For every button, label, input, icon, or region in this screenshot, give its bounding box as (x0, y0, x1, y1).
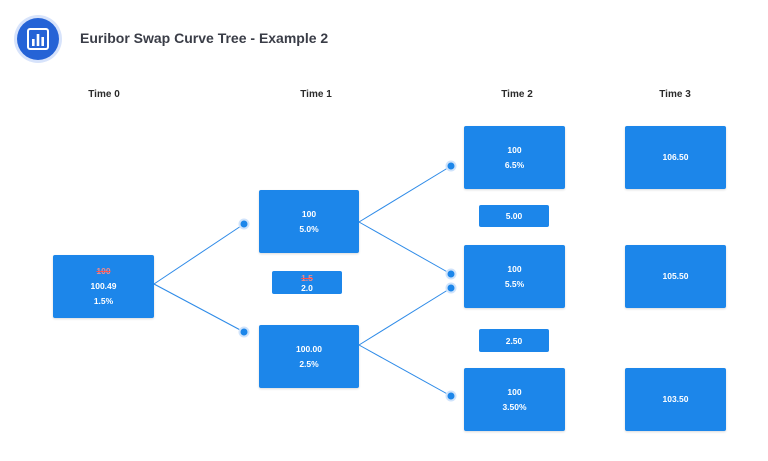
node-t0-rate: 1.5% (93, 296, 114, 306)
node-t3-down-value: 103.50 (662, 394, 689, 404)
node-t1-up-value: 100 (301, 208, 317, 219)
node-t3-mid-value: 105.50 (662, 271, 689, 281)
node-t1-up: 100 5.0% (259, 190, 359, 253)
connector-dot (445, 282, 457, 294)
edge-t1dn-t2mid (358, 287, 452, 346)
edge-t1up-t2mid (358, 221, 452, 275)
connector-dot (445, 268, 457, 280)
node-t3-down: 103.50 (625, 368, 726, 431)
node-t0-value: 100.49 (90, 281, 117, 291)
node-t2-down-rate: 3.50% (502, 401, 527, 412)
bar-chart-icon (27, 28, 49, 50)
payment-t2-lower: 2.50 (479, 329, 549, 352)
payment-t1-struck: 1.5 (301, 272, 313, 283)
connector-dot (445, 390, 457, 402)
node-t1-down: 100.00 2.5% (259, 325, 359, 388)
time-label-3: Time 3 (659, 89, 691, 100)
time-label-1: Time 1 (300, 89, 332, 100)
node-t1-down-rate: 2.5% (299, 358, 319, 369)
edge-t1up-t2up (358, 165, 452, 223)
node-t2-mid-rate: 5.5% (504, 278, 525, 289)
payment-t2-lower-value: 2.50 (505, 335, 523, 346)
time-label-2: Time 2 (501, 89, 533, 100)
connector-dot (445, 160, 457, 172)
connector-dot (238, 218, 250, 230)
node-t2-up-value: 100 (507, 144, 522, 155)
payment-t2-upper: 5.00 (479, 205, 549, 227)
node-t3-up: 106.50 (625, 126, 726, 189)
node-t2-mid-value: 100 (507, 263, 522, 274)
payment-t1-value: 2.0 (301, 282, 313, 293)
node-t1-up-rate: 5.0% (299, 223, 319, 234)
edge-t0-t1up (153, 223, 245, 285)
node-t2-down-value: 100 (507, 386, 522, 397)
time-label-0: Time 0 (88, 89, 120, 100)
node-t3-up-value: 106.50 (662, 152, 689, 162)
node-t0: 100 100.49 1.5% (53, 255, 154, 318)
payment-t2-upper-value: 5.00 (505, 211, 523, 221)
node-t2-mid: 100 5.5% (464, 245, 565, 308)
edge-t1dn-t2dn (358, 344, 452, 397)
node-t2-up-rate: 6.5% (504, 159, 525, 170)
payment-t1: 1.5 2.0 (272, 271, 342, 294)
node-t2-down: 100 3.50% (464, 368, 565, 431)
page-title: Euribor Swap Curve Tree - Example 2 (80, 30, 329, 46)
node-t3-mid: 105.50 (625, 245, 726, 308)
edge-t0-t1dn (153, 283, 245, 333)
app-logo (17, 18, 59, 60)
node-t0-struck-value: 100 (96, 266, 111, 276)
connector-dot (238, 326, 250, 338)
node-t1-down-value: 100.00 (296, 343, 322, 354)
node-t2-up: 100 6.5% (464, 126, 565, 189)
